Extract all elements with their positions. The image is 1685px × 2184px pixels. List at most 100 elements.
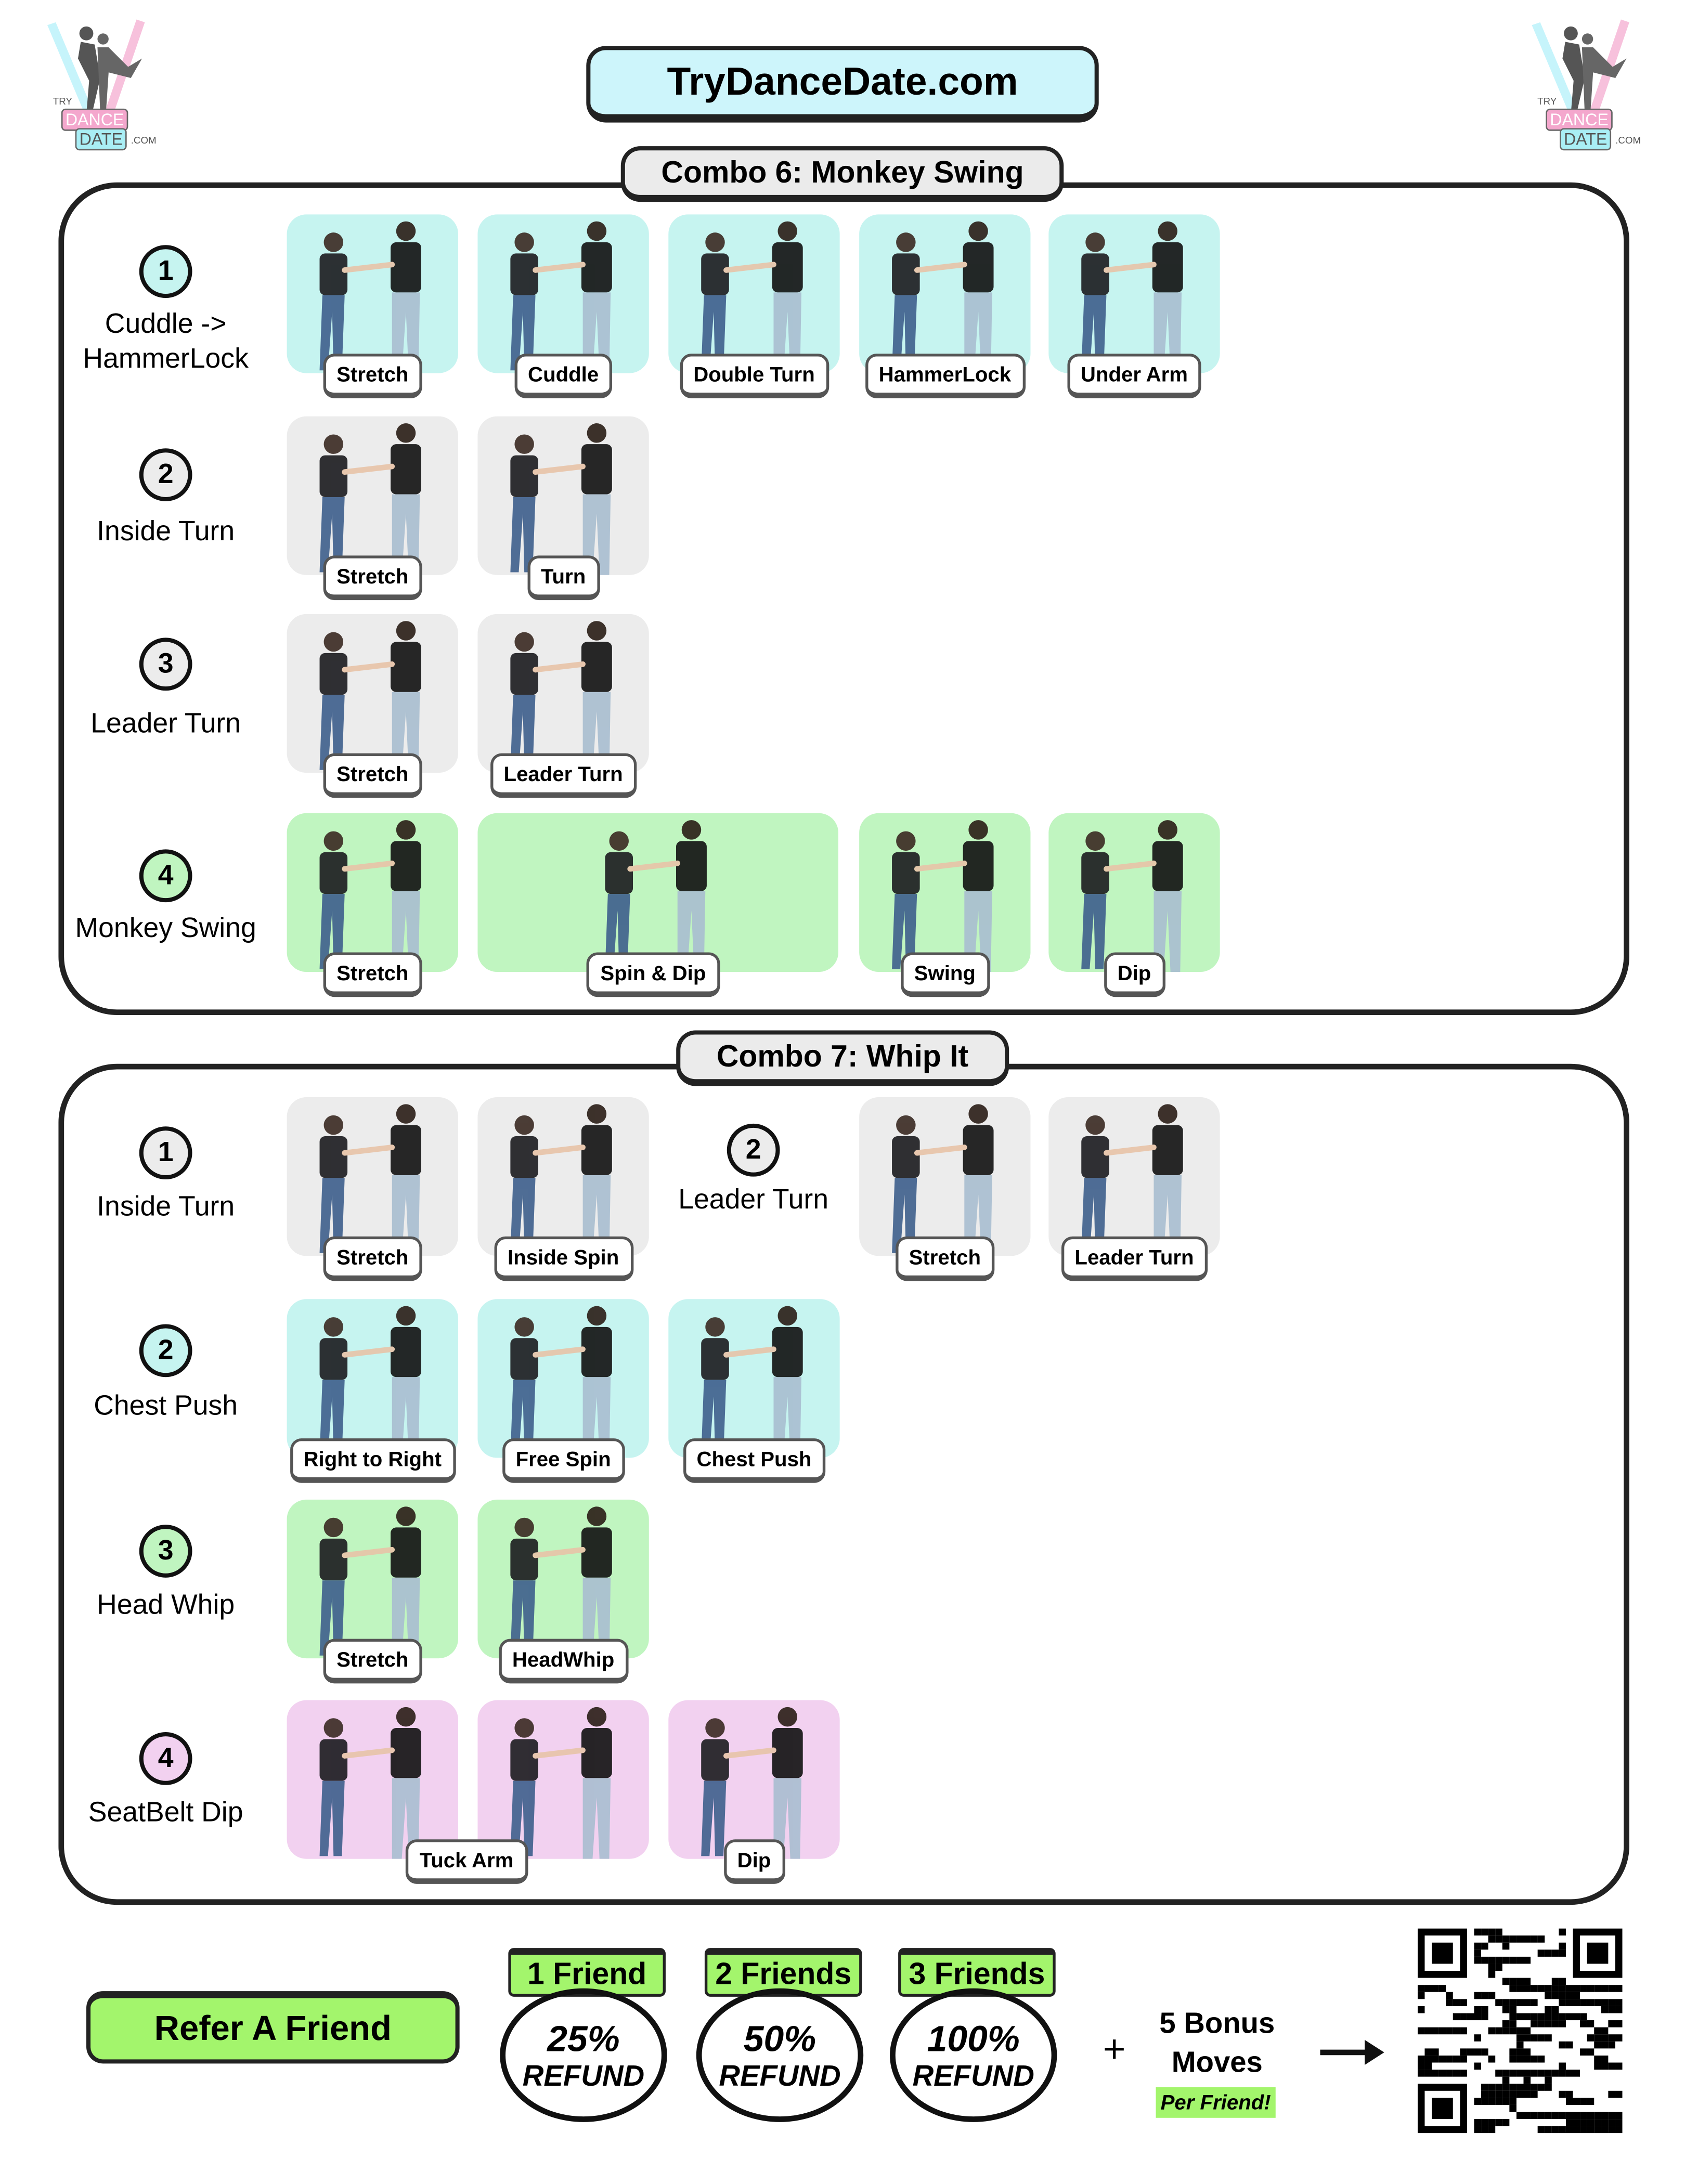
- move-tile[interactable]: [287, 614, 458, 773]
- dancer-photo: [319, 1707, 422, 1859]
- logo-dance: DANCE: [1546, 108, 1613, 131]
- qr-code-icon[interactable]: [1417, 1928, 1623, 2134]
- step-label-line: Cuddle ->: [105, 309, 227, 340]
- step-label: Inside Turn: [97, 1190, 235, 1225]
- plus-sign: +: [1103, 2027, 1126, 2071]
- dancer-photo-image: [701, 1707, 803, 1859]
- move-label: Chest Push: [682, 1438, 826, 1483]
- step-number-badge: 1: [139, 1126, 192, 1180]
- move-label: Dip: [723, 1839, 785, 1884]
- arrow-right-icon: [1320, 2039, 1384, 2065]
- move-label: Spin & Dip: [586, 952, 720, 997]
- dancer-photo-image: [319, 423, 422, 575]
- move-tile[interactable]: [477, 416, 649, 575]
- move-tile[interactable]: [477, 1700, 649, 1859]
- refer-a-friend-button[interactable]: Refer A Friend: [86, 1991, 460, 2064]
- dancer-photo-image: [319, 221, 422, 373]
- site-title[interactable]: TryDanceDate.com: [586, 46, 1099, 123]
- move-tile[interactable]: [287, 214, 458, 373]
- logo-date: DATE: [75, 128, 127, 151]
- dancer-photo-image: [1081, 221, 1183, 373]
- dancer-photo-image: [319, 1306, 422, 1458]
- dancer-photo-image: [510, 1506, 612, 1659]
- dancer-photo-image: [510, 221, 612, 373]
- dancer-photo-image: [1081, 1104, 1183, 1256]
- step-number-badge: 1: [139, 245, 192, 298]
- dancer-photo: [701, 1306, 803, 1458]
- move-tile[interactable]: [859, 214, 1031, 373]
- step-label: Inside Turn: [97, 515, 235, 550]
- move-tile[interactable]: [477, 813, 838, 972]
- step-number-badge: 3: [139, 1525, 192, 1578]
- bonus-line-2: Moves: [1171, 2047, 1263, 2079]
- dancer-photo-image: [510, 1707, 612, 1859]
- move-tile[interactable]: [477, 1499, 649, 1659]
- move-tile[interactable]: [287, 1700, 458, 1859]
- dancer-photo-image: [892, 820, 994, 972]
- combo-title: Combo 6: Monkey Swing: [620, 146, 1065, 202]
- dancer-photo: [510, 1506, 612, 1659]
- step-label-line: Head Whip: [97, 1590, 235, 1621]
- move-label: Double Turn: [679, 354, 829, 398]
- logo-com: .COM: [1615, 136, 1641, 147]
- dancer-photo: [319, 621, 422, 773]
- move-tile[interactable]: [287, 416, 458, 575]
- step-label-line: Leader Turn: [678, 1185, 829, 1216]
- dancer-photo-image: [319, 1707, 422, 1859]
- step-label: Cuddle -> HammerLock: [83, 308, 248, 378]
- move-tile[interactable]: [1048, 1097, 1220, 1256]
- dancer-photo: [319, 820, 422, 972]
- step-number-badge: 2: [727, 1123, 780, 1177]
- move-tile[interactable]: [668, 214, 840, 373]
- dancer-photo: [892, 820, 994, 972]
- move-tile[interactable]: [1048, 813, 1220, 972]
- step-number-badge: 3: [139, 638, 192, 691]
- dancer-photo-image: [510, 621, 612, 773]
- move-label: Stretch: [322, 555, 423, 601]
- step-number-badge: 4: [139, 1732, 192, 1785]
- move-label: Leader Turn: [1060, 1236, 1208, 1281]
- dancer-photo: [510, 1104, 612, 1256]
- dancer-photo-image: [510, 423, 612, 575]
- move-tile[interactable]: [859, 813, 1031, 972]
- move-tile[interactable]: [477, 214, 649, 373]
- move-label: Right to Right: [289, 1438, 456, 1483]
- dancer-photo-image: [319, 820, 422, 972]
- step-label-line: Monkey Swing: [75, 913, 256, 944]
- move-tile[interactable]: [287, 1299, 458, 1458]
- dancer-photo: [510, 423, 612, 575]
- move-tile[interactable]: [668, 1299, 840, 1458]
- step-label-line: HammerLock: [83, 344, 249, 375]
- move-tile[interactable]: [477, 1299, 649, 1458]
- dancer-photo: [319, 221, 422, 373]
- move-tile[interactable]: [287, 813, 458, 972]
- dancer-photo: [319, 1104, 422, 1256]
- refund-label: REFUND: [719, 2060, 841, 2092]
- move-tile[interactable]: [668, 1700, 840, 1859]
- dancer-photo-image: [892, 221, 994, 373]
- step-label-line: Chest Push: [94, 1391, 238, 1422]
- logo-try: TRY: [53, 97, 72, 108]
- step-label: Monkey Swing: [75, 912, 256, 947]
- step-label-line: Inside Turn: [97, 1192, 235, 1223]
- refund-percent: 25%: [547, 2017, 620, 2059]
- refund-circle: 50%REFUND: [696, 1988, 864, 2122]
- dancer-photo: [701, 1707, 803, 1859]
- bonus-moves: 5 Bonus Moves: [1145, 2005, 1289, 2083]
- dancer-photo: [319, 1306, 422, 1458]
- dancers-silhouette-icon: [1532, 19, 1629, 131]
- dancer-photo: [1081, 820, 1183, 972]
- move-label: Leader Turn: [489, 753, 637, 798]
- move-tile[interactable]: [287, 1097, 458, 1256]
- dancer-photo: [510, 621, 612, 773]
- dancer-photo-image: [701, 1306, 803, 1458]
- move-tile[interactable]: [1048, 214, 1220, 373]
- dancer-photo: [510, 1707, 612, 1859]
- refund-circle: 100%REFUND: [890, 1988, 1057, 2122]
- move-tile[interactable]: [477, 1097, 649, 1256]
- move-tile[interactable]: [477, 614, 649, 773]
- move-tile[interactable]: [287, 1499, 458, 1659]
- move-tile[interactable]: [859, 1097, 1031, 1256]
